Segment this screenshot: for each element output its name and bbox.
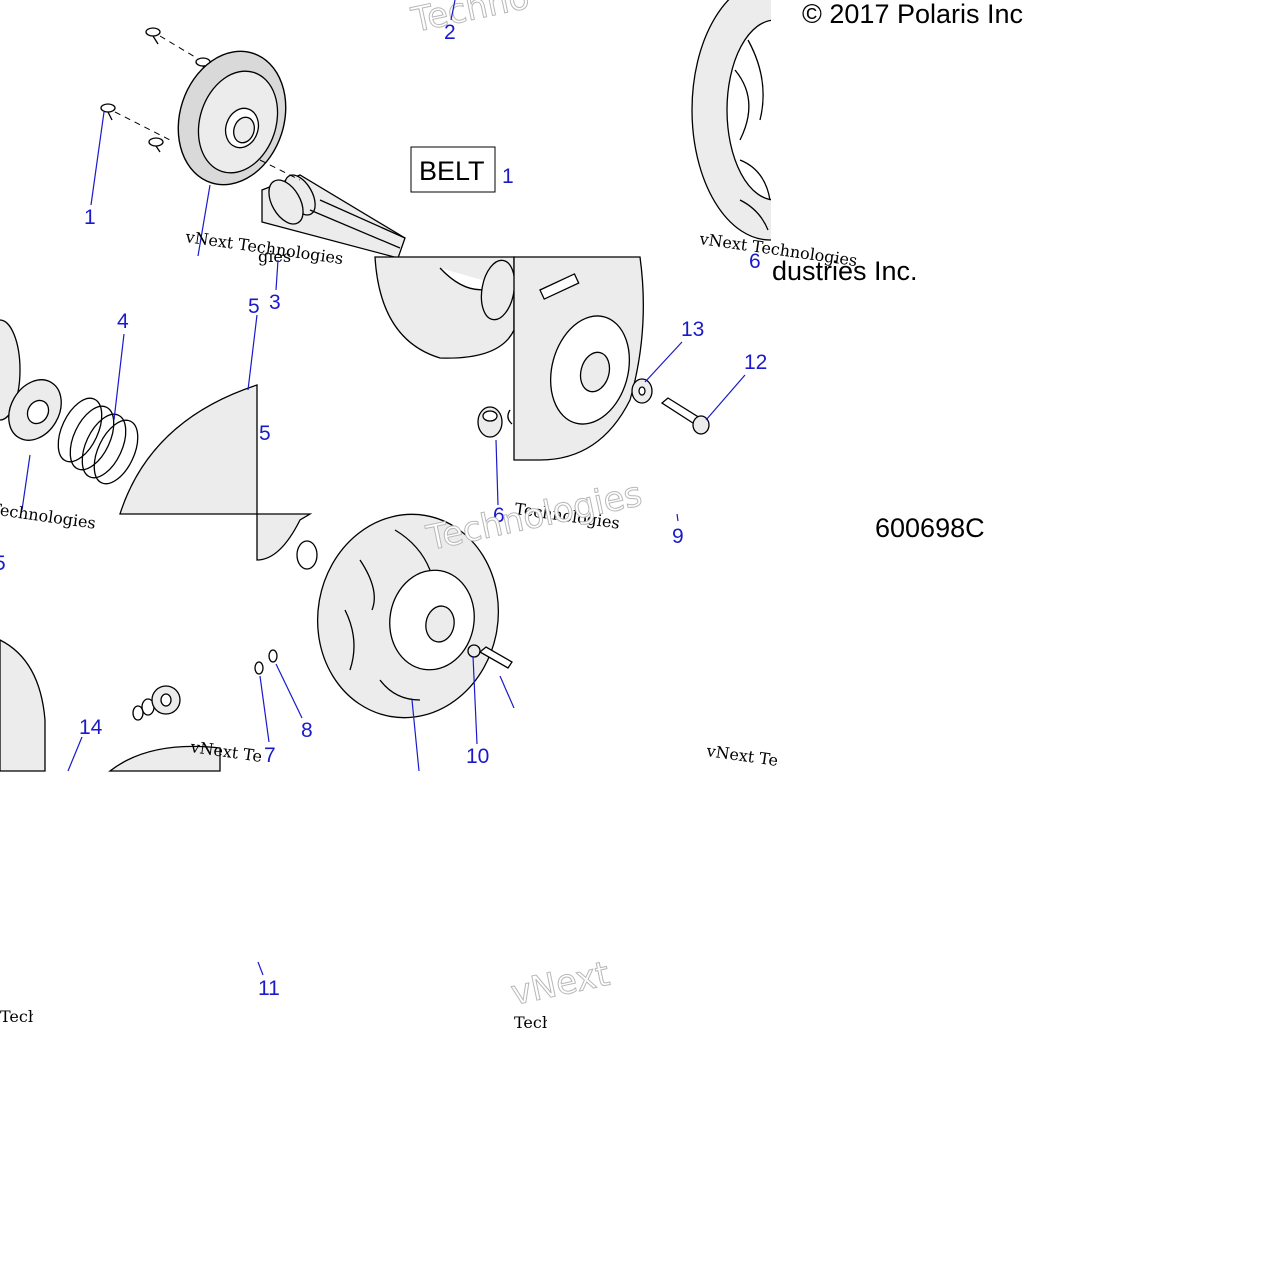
callout-6b: 6 [493,504,505,527]
spring-group: 4 5 5 Technologies [0,295,271,533]
figure-code: 600698C [875,513,985,543]
roller-group: 6 [374,256,516,527]
clip-8-part [268,649,278,663]
washer-part [296,540,318,570]
belt-label: BELT [419,156,485,186]
bolt-part [148,137,164,153]
watermark-text-7: vNext Te [704,741,779,770]
roller-part [151,685,181,715]
callout-5b: 5 [259,422,271,445]
callout-3: 3 [269,291,281,314]
callout-5c: 5 [0,552,6,575]
clip-part [132,698,155,721]
callout-11: 11 [258,977,280,1000]
callout-1-belt: 1 [502,165,514,188]
watermark-big-3: Technologies [423,474,646,559]
callout-6: 6 [749,250,761,273]
movable-sheave-group: 13 12 Technologies 9 600698C [513,256,985,548]
sheave-part [0,639,46,772]
callout-2: 2 [444,21,456,44]
bearing-part [0,319,21,421]
bolt-part [145,27,161,45]
belt-label-box [410,146,496,193]
roller-part [477,406,503,438]
callout-13: 13 [681,318,704,341]
copyright-text: © 2017 Polaris Inc [802,0,1023,29]
watermark-big: Techno [408,0,533,41]
callout-5: 5 [248,295,260,318]
callout-8: 8 [301,719,313,742]
pin-part [467,644,513,669]
callout-1: 1 [84,206,96,229]
cover-plate-part [177,50,287,186]
clip-7-part [254,661,264,675]
callout-9: 9 [672,525,684,548]
callout-7: 7 [264,744,276,767]
callout-12: 12 [744,351,767,374]
spring-part [57,397,139,485]
callout-10: 10 [466,745,489,768]
shaft-part [261,174,406,259]
sheave-top-group: vNext Technologies 6 © 2017 Polaris Inc … [691,0,1028,286]
watermark-text-4: Technologies [0,499,97,533]
copyright-text-2: dustries Inc. [772,256,918,286]
washer-part [8,379,62,441]
lower-right-group: vNext Te 11 vNext Techno Techno [0,741,1285,1285]
sheave-part [119,384,258,515]
main-sheave-group: 7 8 10 Technologies [254,474,646,772]
bolt-part [100,103,116,121]
washer-13-part [631,378,653,404]
callout-14: 14 [79,716,103,739]
lower-left-group: 5 14 vNext Te [0,552,263,772]
watermark-text-2: gies [258,247,291,266]
callout-4: 4 [117,310,129,333]
bolt-12-part [660,397,710,435]
